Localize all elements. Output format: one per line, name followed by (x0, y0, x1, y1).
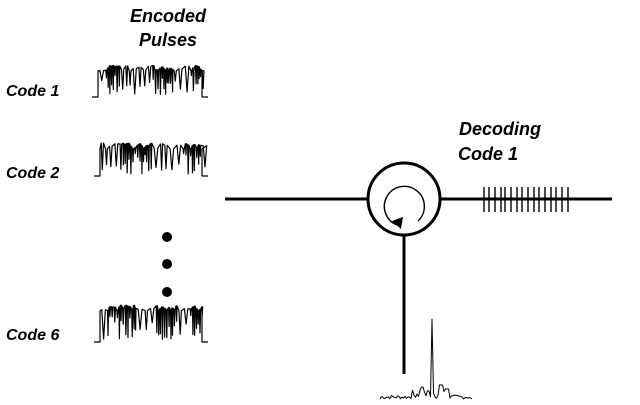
decoding-title-line1: Decoding (459, 119, 541, 139)
decoding-title-line2: Code 1 (458, 144, 518, 164)
code-1-label: Code 1 (6, 83, 59, 100)
code-6-label: Code 6 (6, 327, 59, 344)
circulator-arrow-head-icon (392, 217, 403, 229)
fiber-bragg-grating (483, 187, 569, 212)
decoded-output-trace (379, 318, 473, 400)
ellipsis-dots (162, 232, 172, 297)
code-2-waveform (94, 142, 208, 177)
ellipsis-dot (162, 259, 172, 269)
code-1-waveform (92, 64, 208, 98)
code-2-label: Code 2 (6, 165, 59, 182)
encoded-pulses-title-line1: Encoded (130, 6, 207, 26)
circulator-arrow-arc (383, 185, 425, 226)
ellipsis-dot (162, 287, 172, 297)
ellipsis-dot (162, 232, 172, 242)
circulator (366, 161, 442, 237)
code-6-waveform (94, 304, 208, 343)
circulator-body (366, 161, 442, 237)
encoded-pulses-title-line2: Pulses (139, 30, 197, 50)
